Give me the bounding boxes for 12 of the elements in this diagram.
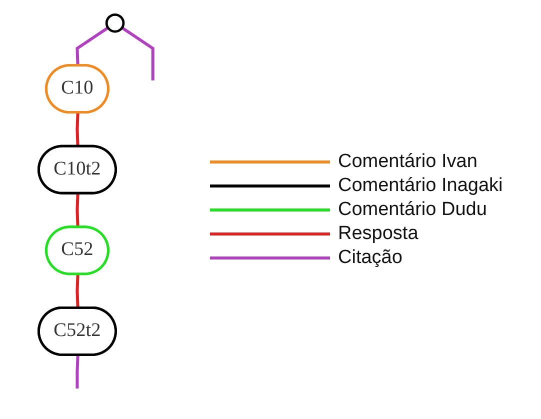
connector — [76, 26, 109, 66]
legend-text: Citação — [338, 246, 402, 268]
connector — [76, 112, 80, 146]
legend-text: Comentário Ivan — [338, 150, 478, 172]
node-circle — [105, 12, 125, 32]
connector — [76, 193, 80, 228]
legend-text: Resposta — [338, 222, 418, 244]
connector — [76, 274, 80, 308]
connector — [76, 354, 80, 388]
connector — [121, 26, 154, 80]
legend-text: Comentário Inagaki — [338, 174, 503, 196]
legend-text: Comentário Dudu — [338, 198, 487, 220]
